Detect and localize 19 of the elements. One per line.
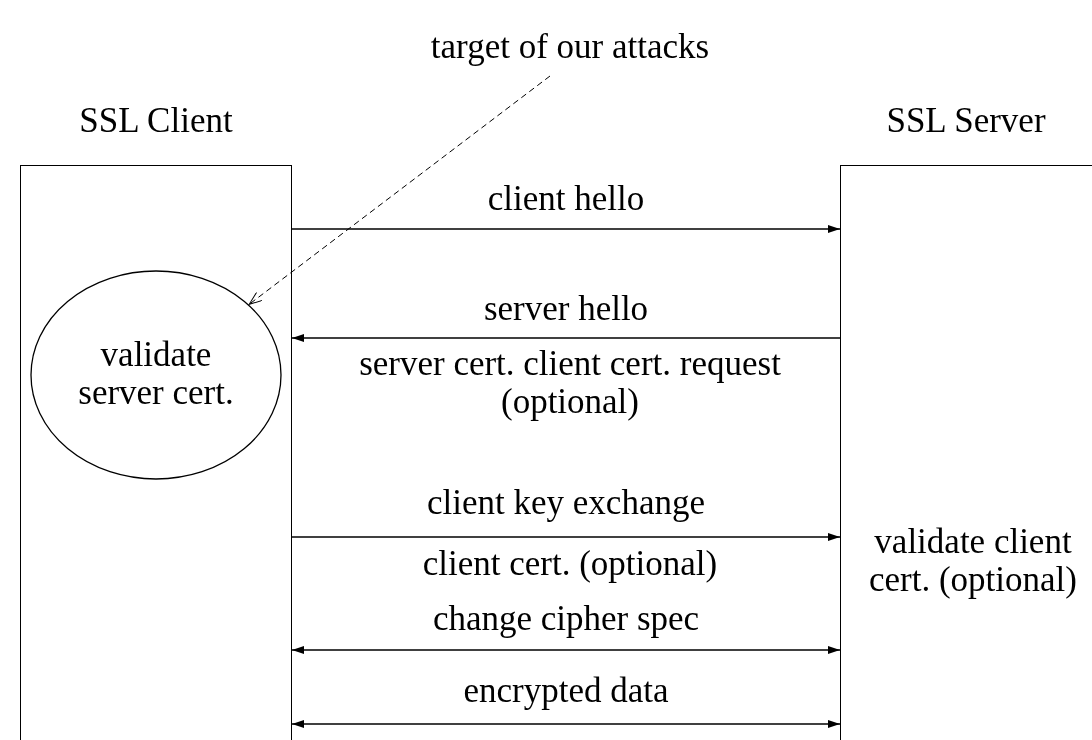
column-heading: SSL Server [885,102,1047,140]
leader-line [248,75,551,305]
message-arrow [291,720,841,728]
message-note: server cert. client cert. request (optional) [358,345,782,421]
edge-label: server hello [482,290,650,328]
node-text: validate client cert. (optional) [868,523,1078,599]
annotation-text: target of our attacks [429,28,711,66]
message-arrow [291,225,841,233]
message-arrow [291,533,841,541]
node-text: validate server cert. [77,336,235,412]
edge-label: client key exchange [426,484,706,522]
message-arrow [291,334,841,342]
message-note: client cert. (optional) [421,545,719,583]
edge-label: encrypted data [462,672,670,710]
message-arrow [291,646,841,654]
column-heading: SSL Client [78,102,234,140]
edge-label: change cipher spec [431,600,701,638]
edge-label: client hello [486,180,646,218]
process-circle [30,270,282,480]
